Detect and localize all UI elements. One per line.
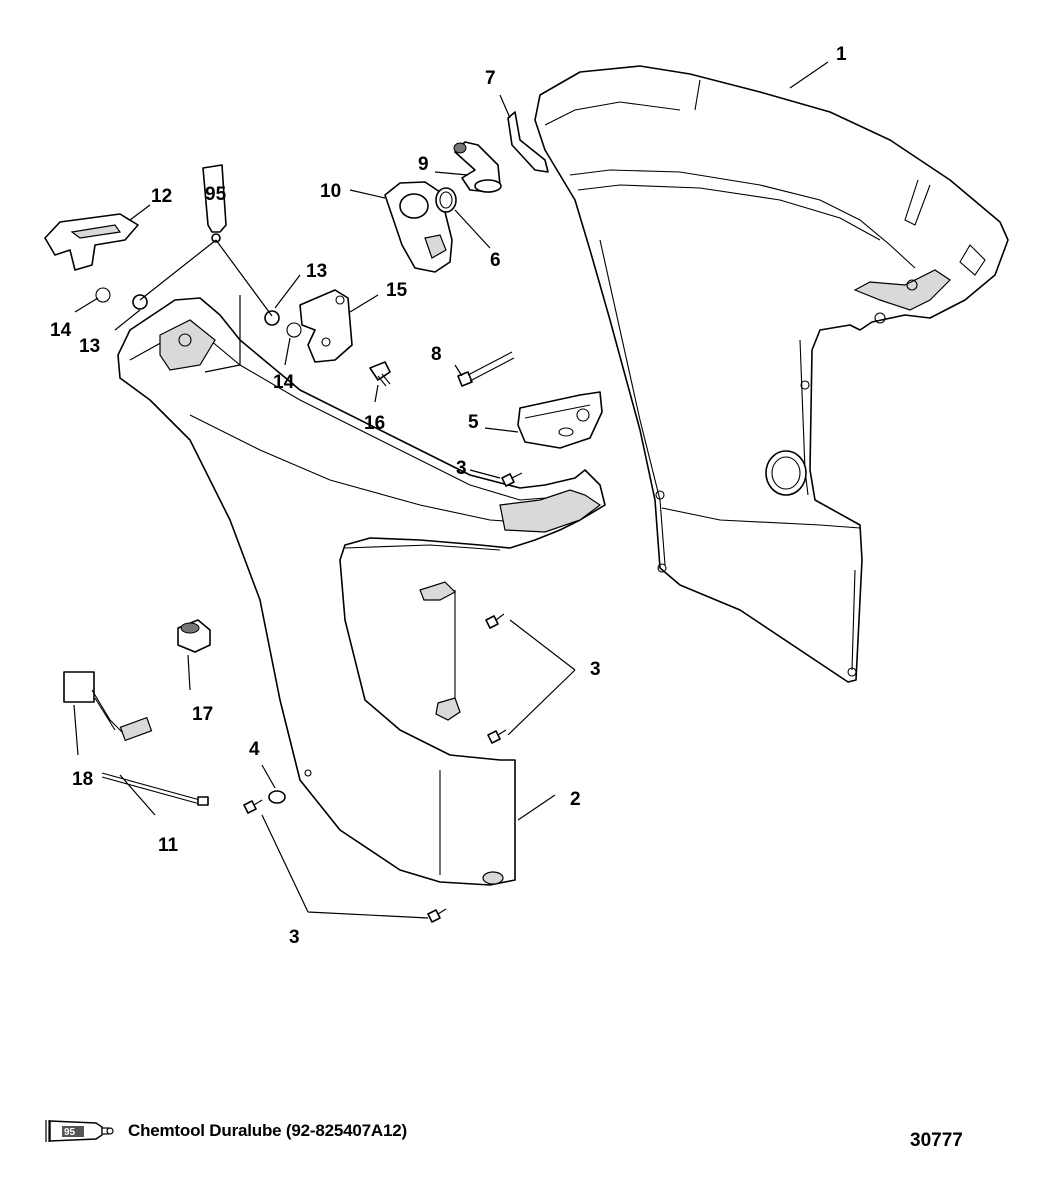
callout-4: 4 bbox=[249, 739, 260, 760]
callout-8: 8 bbox=[431, 344, 442, 365]
callout-3: 3 bbox=[289, 927, 300, 948]
cable-tie-part-11 bbox=[101, 772, 209, 806]
callout-18: 18 bbox=[72, 769, 93, 790]
bracket-part-7 bbox=[507, 111, 549, 173]
callout-15: 15 bbox=[386, 280, 408, 301]
nut-part-13-left bbox=[132, 294, 148, 310]
bolt-part-16 bbox=[369, 361, 391, 387]
callout-7: 7 bbox=[485, 68, 496, 89]
handle-part-5 bbox=[517, 391, 603, 449]
bottom-cowl-part-2 bbox=[117, 297, 606, 886]
callout-6: 6 bbox=[490, 250, 501, 271]
bracket-part-10 bbox=[384, 181, 453, 273]
clip-part-14-left bbox=[95, 287, 111, 303]
lubricant-tube-icon: 95 bbox=[202, 164, 227, 243]
callout-17: 17 bbox=[192, 704, 213, 725]
callout-9: 9 bbox=[418, 154, 429, 175]
callout-1: 1 bbox=[836, 44, 847, 65]
callout-5: 5 bbox=[468, 412, 479, 433]
callout-13: 13 bbox=[306, 261, 327, 282]
callout-11: 11 bbox=[158, 835, 179, 856]
leader-lines bbox=[73, 61, 829, 919]
connector-part-18 bbox=[63, 671, 153, 742]
screw-part-3 bbox=[243, 472, 523, 923]
top-cowl-part-1 bbox=[534, 65, 1009, 683]
legend-text: Chemtool Duralube (92-825407A12) bbox=[128, 1121, 407, 1140]
grommet-part-17 bbox=[177, 619, 211, 653]
svg-text:95: 95 bbox=[205, 184, 227, 205]
callout-3: 3 bbox=[456, 458, 467, 479]
latch-plate-part-15 bbox=[299, 289, 353, 363]
callout-10: 10 bbox=[320, 181, 341, 202]
callout-12: 12 bbox=[151, 186, 172, 207]
fitting-part-9 bbox=[453, 141, 502, 193]
clip-part-14 bbox=[286, 322, 302, 338]
reference-number: 30777 bbox=[910, 1130, 963, 1151]
legend-tube-label: 95 bbox=[64, 1127, 76, 1138]
screw-part-8 bbox=[457, 351, 515, 387]
callout-14: 14 bbox=[50, 320, 72, 341]
callout-16: 16 bbox=[364, 413, 385, 434]
callout-13: 13 bbox=[79, 336, 100, 357]
callout-3: 3 bbox=[590, 659, 601, 680]
callout-labels: 1 2 3 3 3 4 5 6 7 8 9 10 11 12 13 13 14 … bbox=[50, 44, 847, 948]
o-ring-part-6 bbox=[435, 187, 457, 213]
legend: 95 Chemtool Duralube (92-825407A12) bbox=[44, 1116, 407, 1146]
washer-part-4 bbox=[268, 790, 286, 804]
lubricant-tube-icon: 95 bbox=[45, 1120, 114, 1142]
callout-14: 14 bbox=[273, 372, 295, 393]
callout-2: 2 bbox=[570, 789, 581, 810]
handle-part-12 bbox=[44, 213, 139, 271]
nut-part-13 bbox=[264, 310, 280, 326]
